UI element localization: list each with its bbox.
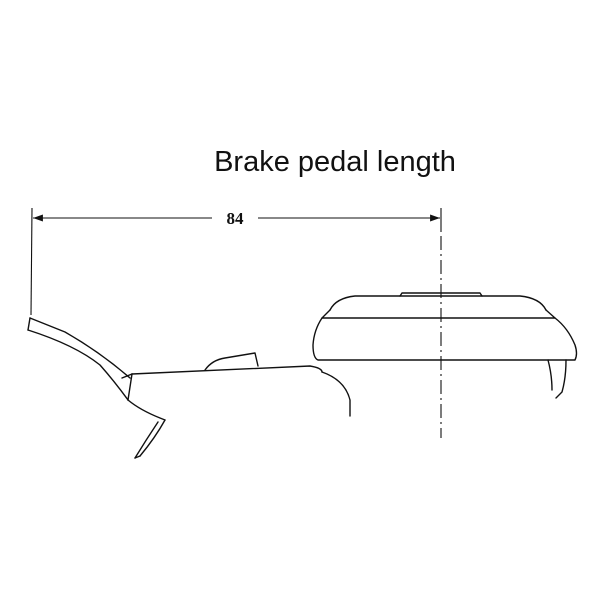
pedal-lever (27, 317, 133, 401)
diagram-title: Brake pedal length (214, 146, 456, 178)
pedal-cap (312, 292, 578, 399)
pedal-housing (127, 352, 351, 459)
dimension-line (30, 207, 442, 316)
dimension-value: 84 (227, 209, 245, 228)
